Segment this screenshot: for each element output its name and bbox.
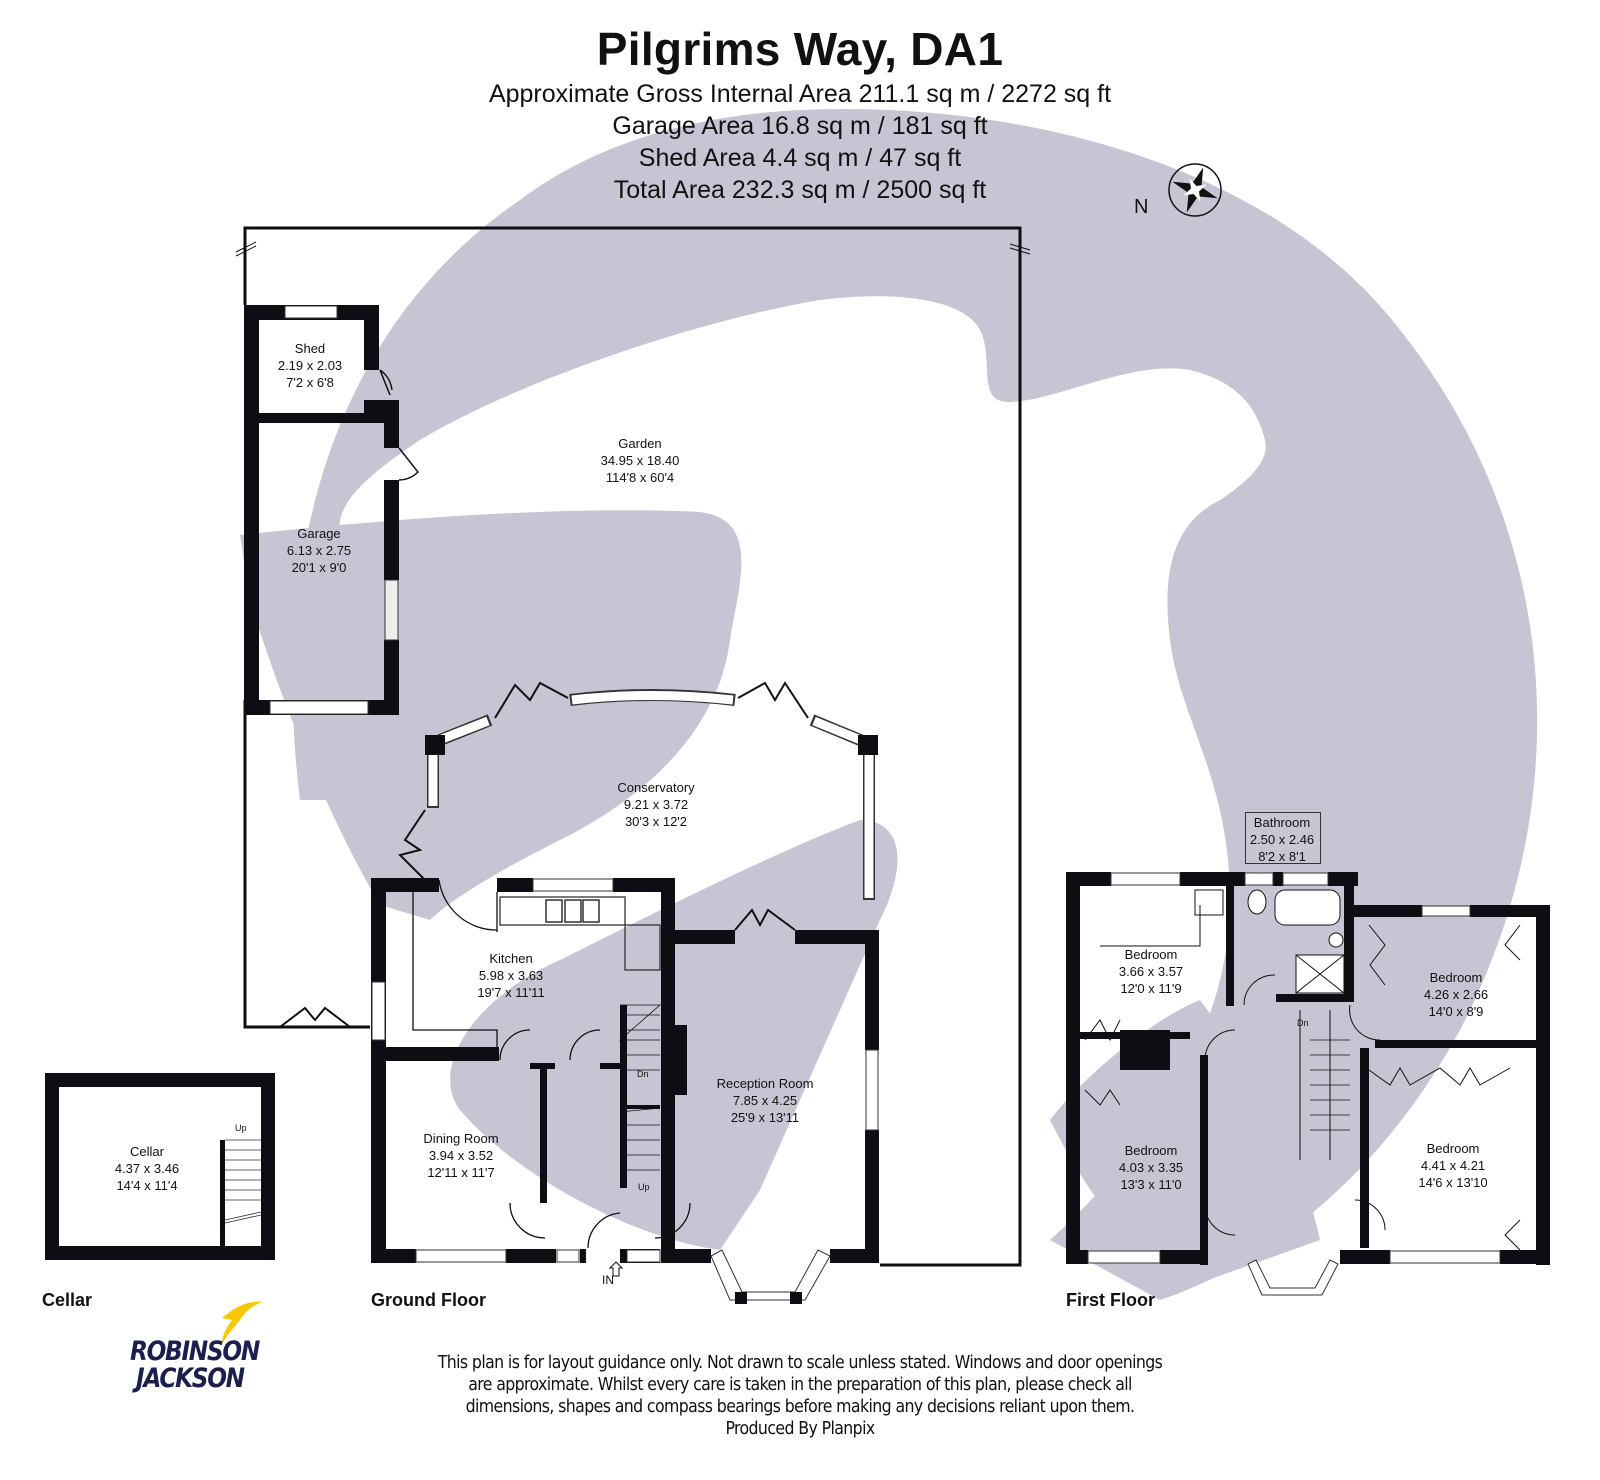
room-label-bathroom: Bathroom 2.50 x 2.46 8'2 x 8'1 [1249,815,1315,864]
garden-gate-icon [279,1006,351,1028]
room-label-reception: Reception Room 7.85 x 4.25 25'9 x 13'11 [716,1076,814,1125]
room-label-bedroom-1: Bedroom 3.66 x 3.57 12'0 x 11'9 [1118,947,1184,996]
watermark-swallow-icon [240,108,1538,1300]
logo-swallow-icon [222,1301,262,1344]
room-label-conservatory: Conservatory 9.21 x 3.72 30'3 x 12'2 [617,780,695,829]
room-label-bedroom-3: Bedroom 4.03 x 3.35 13'3 x 11'0 [1118,1143,1184,1192]
gross-internal-area: Approximate Gross Internal Area 211.1 sq… [488,80,1112,108]
entrance-label: IN [602,1273,614,1287]
bathroom-label-box [1245,812,1321,864]
total-area: Total Area 232.3 sq m / 2500 sq ft [613,176,987,204]
entrance-arrow-icon [608,1261,624,1277]
compass-north-label: N [1134,196,1149,218]
room-label-garage: Garage 6.13 x 2.75 20'1 x 9'0 [286,526,352,575]
room-label-garden: Garden 34.95 x 18.40 114'8 x 60'4 [600,436,680,485]
cellar-walls [45,1073,275,1260]
ground-floor-walls [371,878,879,1263]
room-label-shed: Shed 2.19 x 2.03 7'2 x 6'8 [277,341,343,390]
disclaimer: This plan is for layout guidance only. N… [437,1353,1163,1439]
floor-label-first: First Floor [1066,1290,1155,1310]
stair-up-label: Up [638,1182,650,1192]
logo-line-2: JACKSON [136,1363,245,1394]
page-title: Pilgrims Way, DA1 [596,23,1004,75]
conservatory-glazing [398,681,875,900]
agency-logo: ROBINSON JACKSON [130,1338,270,1392]
room-label-bedroom-4: Bedroom 4.41 x 4.21 14'6 x 13'10 [1418,1141,1488,1190]
garden-boundary [235,226,1031,1267]
floor-label-ground: Ground Floor [371,1290,486,1310]
room-label-cellar: Cellar 4.37 x 3.46 14'4 x 11'4 [114,1144,180,1193]
shed-area: Shed Area 4.4 sq m / 47 sq ft [638,144,962,172]
garage-area: Garage Area 16.8 sq m / 181 sq ft [612,112,988,140]
room-label-kitchen: Kitchen 5.98 x 3.63 19'7 x 11'11 [477,951,545,1000]
room-label-dining: Dining Room 3.94 x 3.52 12'11 x 11'7 [423,1131,499,1180]
floor-label-cellar: Cellar [42,1290,93,1310]
room-label-bedroom-2: Bedroom 4.26 x 2.66 14'0 x 8'9 [1423,970,1489,1019]
compass-rose-icon [1168,163,1222,217]
cellar-stair-up-label: Up [235,1123,247,1133]
first-floor-walls [1066,872,1550,1265]
first-floor-stair-down-label: Dn [1297,1018,1309,1028]
stair-down-label: Dn [637,1069,649,1079]
logo-line-1: ROBINSON [130,1336,260,1367]
